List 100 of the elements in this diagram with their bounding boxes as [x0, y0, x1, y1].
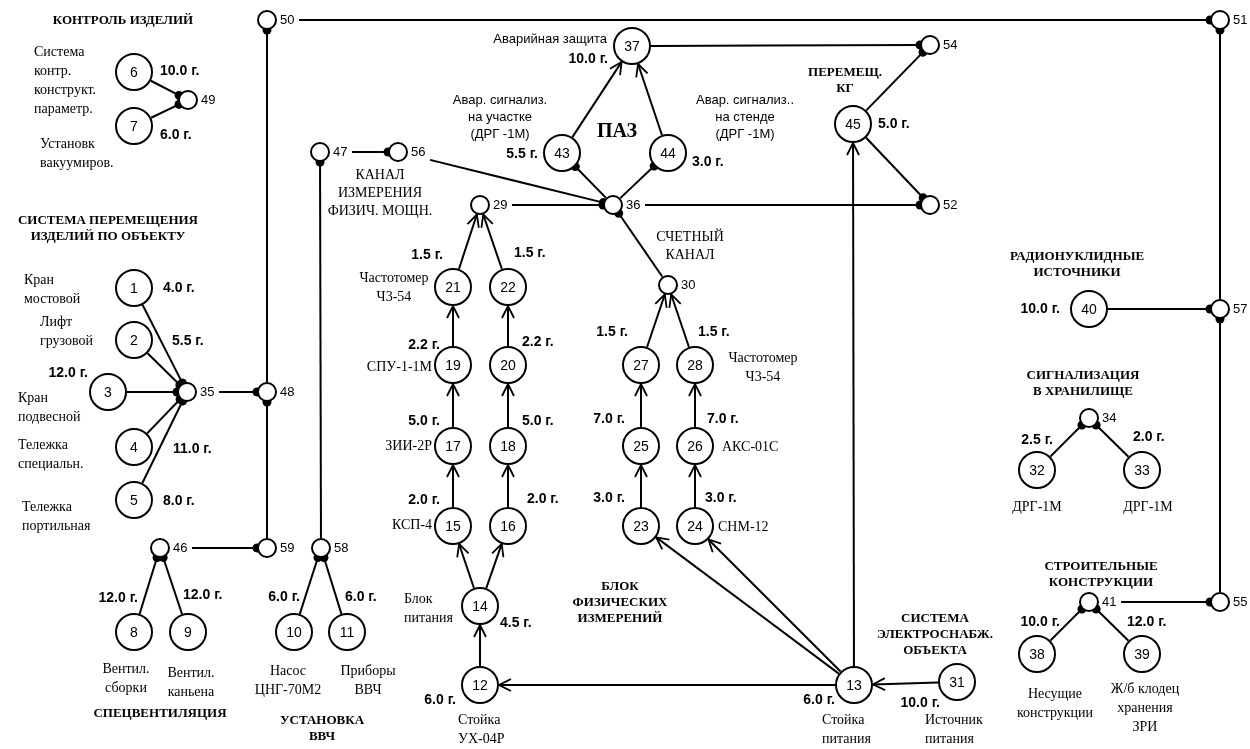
junction-number: 48: [280, 384, 295, 400]
component-label: Приборы ВВЧ: [339, 662, 397, 699]
component-label: Стойка питания: [822, 711, 872, 748]
arrow: [635, 63, 663, 136]
junction-number: 52: [943, 197, 958, 213]
component-circle: 16: [489, 507, 527, 545]
group-heading: СИГНАЛИЗАЦИЯ В ХРАНИЛИЩЕ: [1025, 367, 1141, 399]
component-circle: 11: [328, 613, 366, 651]
component-label: ЗИИ-2Р: [384, 437, 432, 455]
arrow: [707, 538, 842, 673]
component-label: Установк вакуумиров.: [40, 135, 115, 172]
arrow: [446, 383, 460, 428]
failure-time-label: 10.0 г.: [567, 50, 608, 67]
component-circle: 24: [676, 507, 714, 545]
component-circle: 4: [115, 428, 153, 466]
junction-number: 36: [626, 197, 641, 213]
group-heading: РАДИОНУКЛИДНЫЕ ИСТОЧНИКИ: [1008, 248, 1146, 280]
component-circle: 18: [489, 427, 527, 465]
junction-number: 57: [1233, 301, 1248, 317]
component-circle: 21: [434, 268, 472, 306]
failure-time-label: 12.0 г.: [1127, 613, 1168, 630]
failure-time-label: 6.0 г.: [160, 126, 193, 143]
failure-time-label: 3.0 г.: [692, 153, 725, 170]
group-heading: КОНТРОЛЬ ИЗДЕЛИЙ: [51, 12, 195, 28]
component-label: КСП-4: [390, 516, 432, 534]
component-circle: 20: [489, 346, 527, 384]
component-circle: 43: [543, 134, 581, 172]
failure-time-label: 12.0 г.: [183, 586, 224, 603]
failure-time-label: 6.0 г.: [423, 691, 456, 708]
failure-time-label: 2.0 г.: [527, 490, 560, 507]
junction-number: 56: [411, 144, 426, 160]
junction-number: 29: [493, 197, 508, 213]
failure-time-label: 7.0 г.: [592, 410, 625, 427]
component-circle: 26: [676, 427, 714, 465]
group-heading: БЛОК ФИЗИЧЕСКИХ ИЗМЕРЕНИЙ: [571, 578, 669, 626]
component-label: Кран подвесной: [18, 389, 82, 426]
component-circle: 22: [489, 268, 527, 306]
group-heading: КАНАЛ ИЗМЕРЕНИЯ ФИЗИЧ. МОЩН.: [326, 166, 434, 220]
failure-time-label: 8.0 г.: [163, 492, 196, 509]
failure-time-label: 4.5 г.: [500, 614, 533, 631]
component-label: Система контр. конструкт. параметр.: [34, 43, 98, 118]
arrow: [498, 678, 836, 692]
junction-number: 50: [280, 12, 295, 28]
component-circle: 23: [622, 507, 660, 545]
failure-time-label: 5.5 г.: [505, 145, 538, 162]
junction-number: 51: [1233, 12, 1248, 28]
arrow: [688, 464, 702, 508]
component-label: Стойка УХ-04Р: [458, 711, 506, 748]
component-label: ДРГ-1М: [1122, 498, 1174, 516]
junction-number: 41: [1102, 594, 1117, 610]
failure-time-label: 2.0 г.: [407, 491, 440, 508]
failure-time-label: 10.0 г.: [1019, 613, 1060, 630]
component-label: Тележка портильная: [22, 498, 92, 535]
component-circle: 6: [115, 53, 153, 91]
failure-time-label: 5.0 г.: [407, 412, 440, 429]
arrow: [655, 536, 840, 675]
failure-time-label: 11.0 г.: [173, 440, 213, 457]
component-label: Блок питания: [404, 590, 454, 627]
connector-line: [1049, 604, 1087, 642]
component-circle: 17: [434, 427, 472, 465]
component-label: АКС-01С: [722, 438, 780, 456]
junction-number: 54: [943, 37, 958, 53]
group-heading: СИСТЕМА ПЕРЕМЕЩЕНИЯ ИЗДЕЛИЙ ПО ОБЪЕКТУ: [16, 212, 199, 244]
connector-line: [865, 136, 928, 203]
component-circle: 15: [434, 507, 472, 545]
failure-time-label: 1.5 г.: [410, 246, 443, 263]
component-circle: 37: [613, 27, 651, 65]
arrow: [501, 383, 515, 428]
junction-number: 59: [280, 540, 295, 556]
failure-time-label: 6.0 г.: [345, 588, 378, 605]
failure-time-label: 5.5 г.: [172, 332, 205, 349]
group-heading: СИСТЕМА ЭЛЕКТРОСНАБЖ. ОБЪЕКТА: [876, 610, 994, 658]
arrow: [646, 293, 668, 348]
component-label: Частотомер Ч3-54: [727, 349, 799, 386]
connector-line: [158, 553, 183, 615]
failure-time-label: 12.0 г.: [47, 364, 88, 381]
arrow: [634, 464, 648, 508]
arrow: [473, 624, 487, 667]
component-label: Частотомер Ч3-54: [358, 269, 430, 306]
arrow: [457, 213, 480, 270]
failure-time-label: 1.5 г.: [698, 323, 731, 340]
failure-time-label: 3.0 г.: [705, 489, 738, 506]
failure-time-label: 5.0 г.: [522, 412, 555, 429]
connector-line: [1091, 420, 1130, 458]
failure-time-label: 5.0 г.: [878, 115, 911, 132]
failure-time-label: 2.0 г.: [1133, 428, 1166, 445]
failure-time-label: 6.0 г.: [267, 588, 300, 605]
arrow: [634, 383, 648, 428]
component-label: Тележка специальн.: [18, 436, 85, 473]
failure-time-label: 2.5 г.: [1020, 431, 1053, 448]
component-label: Насос ЦНГ-70М2: [253, 662, 323, 699]
component-circle: 1: [115, 269, 153, 307]
arrow: [668, 293, 690, 348]
arrow: [571, 60, 623, 139]
arrow: [456, 543, 475, 589]
junction-number: 46: [173, 540, 188, 556]
arrow: [501, 464, 515, 508]
junction-number: 58: [334, 540, 349, 556]
group-heading: УСТАНОВКА ВВЧ: [278, 712, 366, 744]
component-circle: 33: [1123, 451, 1161, 489]
